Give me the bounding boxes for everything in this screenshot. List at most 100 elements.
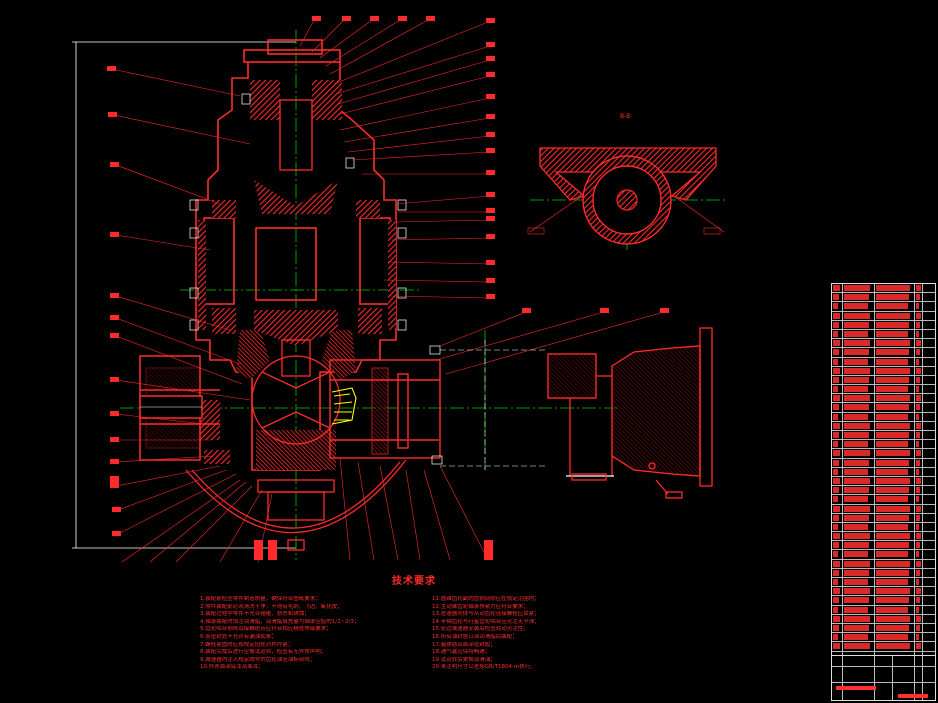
bom-cell [916,505,921,512]
bom-cell [876,367,910,374]
note-line: 20.未注明尺寸公差按GB/T1804-m执行。 [432,664,536,671]
bom-cell [833,615,840,622]
bom-cell [844,597,869,604]
bom-cell [844,386,868,393]
bom-row [832,642,935,652]
bom-cell [876,349,909,356]
bom-cell [876,459,909,466]
bom-cell [876,477,910,484]
bom-cell [876,624,909,631]
note-line: 17.箱体结合面涂密封胶； [432,641,496,648]
bom-row [832,440,935,450]
bom-cell [876,450,910,457]
note-line: 3.装配过程中零件不允许磕碰、划伤和锈蚀； [200,611,310,618]
construction-lines [440,340,548,470]
title-block-divider [832,666,935,667]
bom-row [832,330,935,340]
bom-row [832,394,935,404]
bom-cell [833,376,839,383]
bom-row [832,459,935,468]
bom-cell [916,413,919,420]
bom-cell [916,468,919,475]
bom-cell [916,606,919,613]
bom-row [832,560,935,569]
bom-cell [876,413,908,420]
note-line: 4.轴承装配时加注润滑脂，润滑脂填充量为轴承空腔的1/2~2/3； [200,618,360,625]
bom-row [832,348,935,358]
bom-cell [916,330,919,337]
bom-cell [876,358,908,365]
bom-cell [844,588,870,595]
bom-cell [844,477,870,484]
bom-cell [876,285,910,291]
technical-notes-right: 11.圆锥齿轮副的齿侧间隙应在规定范围内； 12.主动锥齿轮轴承预紧力应符合要求… [432,596,704,672]
leader-lines-left [111,68,273,563]
bom-cell [916,560,921,567]
bom-cell [876,569,909,576]
bom-cell [833,588,840,595]
bom-cell [844,514,869,521]
bom-cell [833,358,838,365]
bom-cell [876,432,909,438]
bom-cell [833,533,840,540]
bom-cell [844,533,870,540]
bom-cell [833,340,840,347]
bom-cell [916,542,920,549]
bom-cell [916,321,920,328]
bom-cell [833,560,840,567]
bom-cell [833,643,840,650]
bom-cell [833,349,839,356]
bom-cell [844,294,869,301]
bom-cell [833,634,838,641]
title-block-divider [892,656,893,700]
bom-row [832,596,935,606]
bom-row [832,477,935,487]
bom-cell [833,450,840,457]
bom-cell [916,624,920,631]
bom-row [832,514,935,523]
bom-cell [844,450,870,457]
note-line: 5.齿轮啮合侧隙及接触斑点应符合相应精度等级要求； [200,626,332,633]
bom-row [832,569,935,578]
bom-cell [833,404,839,411]
bom-cell [876,560,910,567]
bom-cell [844,496,868,503]
bom-cell [916,551,919,558]
bom-cell [916,312,921,319]
note-line: 11.圆锥齿轮副的齿侧间隙应在规定范围内； [432,596,540,602]
bom-cell [916,395,921,402]
bom-cell [833,579,838,585]
bom-cell [833,597,839,604]
bom-cell [833,477,840,484]
yellow-highlight-gear [331,387,357,425]
bom-cell [844,367,870,374]
bom-row [832,302,935,312]
bom-cell [833,569,839,576]
bom-cell [916,450,921,457]
bom-row [832,486,935,496]
bom-row [832,339,935,349]
title-block-field [836,686,876,690]
note-line: 16.所有油封唇口涂润滑脂后装配； [432,633,518,640]
bom-cell [876,597,909,604]
bom-cell [844,505,870,512]
bom-cell [916,441,919,448]
bom-cell [844,606,868,613]
bom-cell [876,395,910,402]
bom-cell [876,376,909,383]
bom-cell [916,422,921,429]
bom-cell [833,432,839,438]
bom-row [832,403,935,413]
section-view-label: B-B [620,113,631,120]
note-line: 7.螺栓紧固时应按规定扭矩对称拧紧； [200,641,294,648]
bom-cell [876,551,908,558]
bom-cell [916,569,920,576]
bom-cell [876,643,910,650]
bolts [189,93,443,465]
bom-cell [833,294,839,301]
bom-row [832,431,935,441]
bom-row [832,376,935,386]
bom-cell [844,340,870,347]
hub-assembly-right [547,327,713,499]
bom-cell [916,597,920,604]
